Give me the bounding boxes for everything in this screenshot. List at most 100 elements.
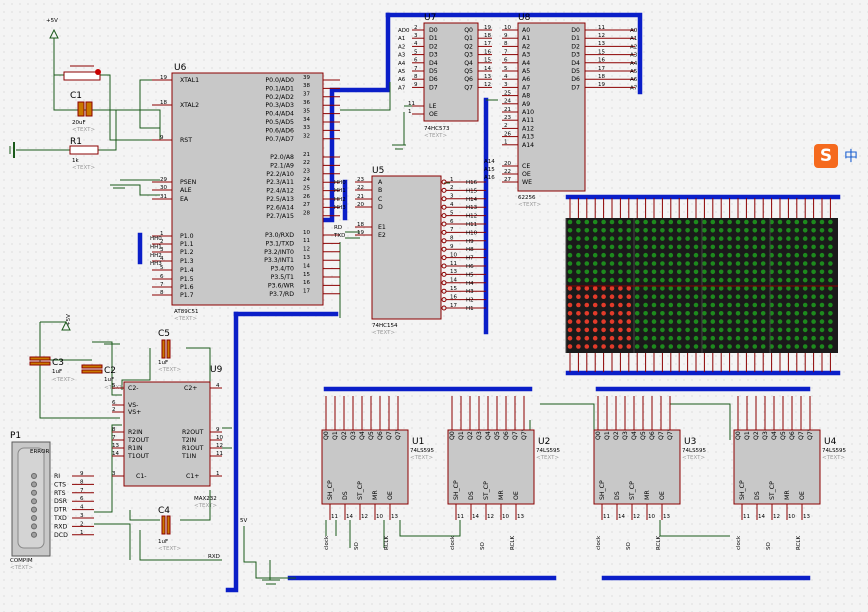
u5-out-bubble: [441, 213, 447, 219]
led: [752, 286, 758, 291]
net-ad0: AD0: [398, 28, 410, 34]
led: [718, 228, 724, 233]
u5-out-7-num: 7: [450, 227, 454, 233]
u8-a12-label: A12: [522, 125, 534, 132]
led: [601, 261, 606, 266]
u4-q4: Q4: [771, 431, 778, 440]
led: [685, 302, 690, 308]
led: [584, 319, 590, 324]
led: [643, 327, 648, 333]
u5-e2-label: E2: [378, 232, 386, 239]
led: [752, 244, 758, 250]
led: [702, 286, 707, 291]
pin-num: 13: [391, 514, 398, 520]
led: [584, 311, 590, 316]
u7-d2-label: D2: [429, 43, 438, 50]
led: [609, 244, 615, 250]
u8-d7-num: 19: [598, 82, 605, 88]
led: [609, 294, 615, 300]
led: [668, 294, 674, 300]
led: [651, 311, 657, 316]
ime-widget[interactable]: S 中: [814, 144, 864, 168]
led: [634, 302, 640, 308]
u1-q7: Q7': [395, 429, 402, 440]
led: [752, 236, 758, 241]
led: [668, 236, 674, 241]
ime-logo-icon[interactable]: S: [814, 144, 838, 168]
u4-part: 74LS595: [822, 448, 847, 454]
led: [584, 302, 590, 308]
c5-ref: C5: [158, 329, 170, 339]
pin-num: 10: [788, 514, 795, 520]
led: [718, 236, 724, 241]
led: [718, 219, 724, 225]
led: [735, 311, 741, 316]
led: [718, 294, 724, 300]
ime-mode-label[interactable]: 中: [844, 149, 858, 165]
u5-out-net-h2: H2: [466, 298, 474, 304]
c3-capacitor[interactable]: C3 1uF <TEXT>: [29, 356, 75, 383]
p1-pin-rts: RTS: [54, 490, 66, 497]
led: [601, 236, 606, 241]
pushbutton[interactable]: [63, 65, 101, 81]
led: [693, 335, 699, 341]
c4-capacitor[interactable]: C4 1uF <TEXT>: [158, 506, 181, 552]
u8-a14-label: A14: [522, 142, 534, 149]
u6-pin-r32-num: 32: [303, 134, 310, 140]
led: [811, 277, 816, 283]
led: [802, 228, 808, 233]
u9-pin-num: 9: [216, 427, 220, 433]
led: [702, 269, 707, 275]
u5-d-label: D: [378, 204, 383, 211]
u3-net-clock: clock: [596, 535, 602, 550]
c5-capacitor[interactable]: C5 1uF <TEXT>: [158, 329, 181, 373]
led: [651, 277, 657, 283]
led: [760, 244, 766, 250]
u8-a8-label: A8: [522, 93, 530, 100]
u2-ref: U2: [538, 437, 550, 447]
led: [676, 319, 682, 324]
u2-mr: MR: [498, 490, 505, 500]
led: [651, 335, 657, 341]
led: [752, 319, 758, 324]
led: [794, 335, 800, 341]
u5-ref: U5: [372, 166, 384, 176]
c2-capacitor[interactable]: C2 1uF <TEXT>: [81, 364, 127, 391]
u4-net-rclk: RCLK: [796, 536, 802, 550]
u5-out-5-num: 5: [450, 210, 454, 216]
led: [567, 302, 573, 308]
led: [567, 261, 573, 266]
c1-capacitor[interactable]: C1 20uF <TEXT>: [70, 91, 95, 133]
p1-label: ERROR: [30, 449, 49, 455]
led-matrix[interactable]: [565, 198, 838, 372]
led: [601, 286, 606, 291]
u8-d3-num: 15: [598, 49, 605, 55]
led: [828, 311, 833, 316]
c5-value: 1uF: [158, 360, 168, 366]
u6-pin-xtal2-num: 18: [160, 100, 167, 106]
led: [685, 286, 690, 291]
r1-resistor[interactable]: R1 1k <TEXT>: [69, 137, 99, 171]
led: [660, 302, 665, 308]
led: [744, 252, 749, 258]
u5-e1-num: 18: [357, 222, 364, 228]
u5-out-bubble: [441, 238, 447, 244]
u4-ds: DS: [754, 491, 761, 500]
led: [702, 327, 707, 333]
led: [735, 244, 741, 250]
led: [634, 335, 640, 341]
u8-net-d1: A1: [630, 36, 637, 42]
u5-out-net-h13: H13: [466, 205, 478, 211]
